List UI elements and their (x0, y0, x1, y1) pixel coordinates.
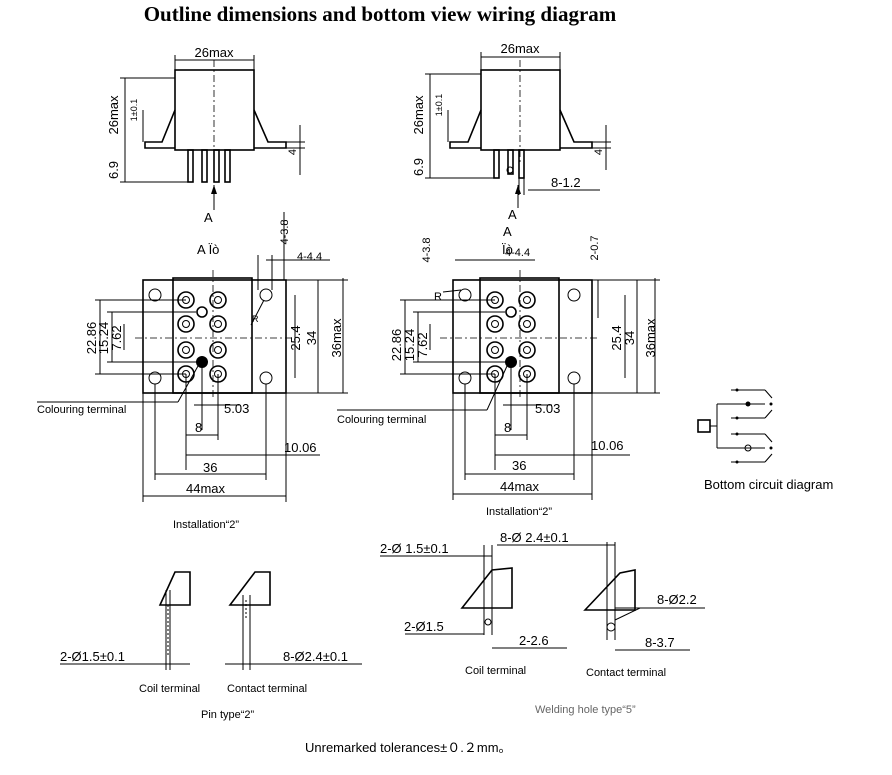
dim-15-24: 15.24 (96, 322, 111, 355)
height-dim: 26max (106, 95, 121, 135)
flange-dim: 4 (287, 149, 299, 155)
view-heading: A Ïò (197, 242, 219, 257)
offset-dim: 1±0.1 (434, 94, 444, 116)
colouring-terminal-label: Colouring terminal (337, 414, 426, 426)
dim-36max: 36max (643, 318, 658, 358)
relay-base (479, 277, 560, 394)
mount-hole (567, 288, 581, 302)
relay-body (480, 69, 561, 151)
flange-dim: 4 (593, 149, 605, 155)
circuit-caption: Bottom circuit diagram (704, 477, 833, 492)
installation-caption: Installation“2” (486, 506, 552, 518)
dim-5-03: 5.03 (224, 401, 249, 416)
coil-pin-top-dim: 2-Ø 1.5±0.1 (380, 541, 449, 556)
contact-hole-dim: 8-Ø2.2 (657, 592, 697, 607)
dim-8: 8 (195, 420, 202, 435)
dim-34: 34 (304, 331, 319, 345)
view-arrow-label: A (204, 210, 213, 225)
pin-type-detail: 2-Ø1.5±0.1 Coil terminal 8-Ø2.4±0.1 Cont… (60, 571, 362, 721)
coil-pitch-dim: 2-2.6 (519, 633, 549, 648)
coil-terminal-label: Coil terminal (139, 683, 200, 695)
coil-pin-dim: 2-Ø1.5±0.1 (60, 649, 125, 664)
height-dim: 26max (411, 95, 426, 135)
dim-22-86: 22.86 (389, 329, 404, 362)
dim-44max: 44max (186, 481, 226, 496)
contact-pin-dim: 8-Ø2.4±0.1 (283, 649, 348, 664)
coil-pin (505, 306, 517, 318)
colouring-terminal-label: Colouring terminal (37, 404, 126, 416)
contact-pin-top-dim: 8-Ø 2.4±0.1 (500, 530, 569, 545)
pin-type-caption: Pin type“2” (201, 709, 255, 721)
coil-hole-dim: 2-Ø1.5 (404, 619, 444, 634)
mount-hole (567, 371, 581, 385)
width-dim: 26max (500, 41, 540, 56)
bottom-circuit-diagram: Bottom circuit diagram (697, 388, 833, 492)
view-heading-b: Ïò (502, 242, 513, 257)
dim-34: 34 (622, 331, 637, 345)
side-view-right: 26max 26max 1±0.1 6.9 4 8-1.2 A (411, 41, 611, 222)
dim-7-62: 7.62 (109, 325, 124, 350)
view-heading-a: A (503, 224, 512, 239)
relay-body (174, 69, 255, 151)
dim-10-06: 10.06 (591, 438, 624, 453)
radius-label: R (252, 314, 259, 324)
dim-22-86: 22.86 (84, 322, 99, 355)
dim-8: 8 (504, 420, 511, 435)
dim-36: 36 (512, 458, 526, 473)
side-view-left: 26max 26max 1±0.1 6.9 4 A (106, 45, 305, 225)
mount-hole (458, 288, 472, 302)
mount-hole (259, 371, 273, 385)
contact-pitch-dim: 8-3.7 (645, 635, 675, 650)
dim-25-4: 25.4 (609, 325, 624, 350)
hole-dim: 4-3.8 (279, 219, 291, 244)
mount-hole (259, 288, 273, 302)
offset-dim: 1±0.1 (129, 99, 139, 121)
bottom-view-right: A Ïò 22.86 15.24 7.62 (337, 224, 660, 518)
tolerance-note: Unremarked tolerances±０.２mm。 (305, 740, 512, 755)
dim-36: 36 (203, 460, 217, 475)
mounting-plate (142, 279, 287, 394)
radius-label: R (434, 291, 442, 303)
coil-pin (196, 306, 208, 318)
mounting-plate (452, 279, 593, 394)
installation-caption: Installation“2” (173, 519, 239, 531)
relay-base (172, 277, 253, 394)
width-dim: 26max (194, 45, 234, 60)
mount-hole-dim: 4-4.4 (297, 251, 322, 263)
contact-terminal-label: Contact terminal (227, 683, 307, 695)
mount-hole-dim: 4-4.4 (505, 247, 530, 259)
dim-7-62: 7.62 (415, 332, 430, 357)
dim-10-06: 10.06 (284, 440, 317, 455)
bottom-view-left: A Ïò 22.86 15.24 (37, 212, 348, 531)
dim-5-03: 5.03 (535, 401, 560, 416)
pin-pitch-dim: 8-1.2 (551, 175, 581, 190)
view-arrow-label: A (508, 207, 517, 222)
welding-hole-detail: 2-Ø 1.5±0.1 2-Ø1.5 2-2.6 Coil terminal 8… (380, 530, 705, 716)
pin-length-dim: 6.9 (106, 161, 121, 179)
page-title: Outline dimensions and bottom view wirin… (144, 2, 617, 26)
welding-coil-label: Coil terminal (465, 665, 526, 677)
dim-25-4: 25.4 (288, 325, 303, 350)
coil-symbol (697, 419, 711, 433)
hole-dim: 4-3.8 (421, 237, 433, 262)
mount-hole (148, 288, 162, 302)
dim-36max: 36max (329, 318, 344, 358)
welding-caption: Welding hole type“5” (535, 704, 636, 716)
welding-contact-label: Contact terminal (586, 667, 666, 679)
dim-15-24: 15.24 (402, 329, 417, 362)
offset-dim: 2-0.7 (589, 235, 601, 260)
dim-44max: 44max (500, 479, 540, 494)
pin-length-dim: 6.9 (411, 158, 426, 176)
